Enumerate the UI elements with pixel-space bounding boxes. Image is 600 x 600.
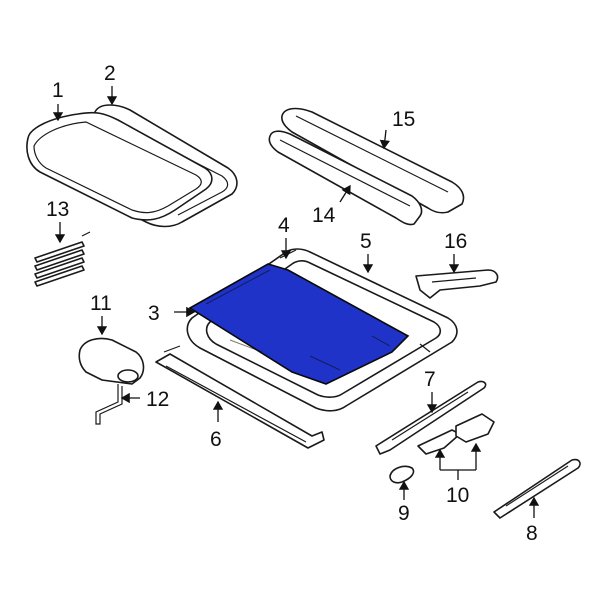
- part-3-sunshade-panel[interactable]: [188, 263, 410, 385]
- callout-labels: 1 2 3 4 5 6 7 8 9 10 11 12 13 14 15 16: [46, 62, 538, 545]
- callout-5: 5: [360, 230, 372, 253]
- callout-9: 9: [398, 502, 410, 525]
- part-8-side-trim[interactable]: [493, 458, 581, 519]
- callout-14: 14: [312, 204, 336, 227]
- part-9-clip[interactable]: [389, 465, 415, 484]
- callout-3: 3: [148, 302, 160, 325]
- part-11-motor[interactable]: [78, 337, 145, 385]
- part-14-deflector-rail[interactable]: [268, 130, 423, 226]
- callout-11: 11: [90, 292, 112, 315]
- part-15-front-rail[interactable]: [281, 107, 465, 214]
- callout-12: 12: [146, 388, 169, 411]
- part-1-glass-panel[interactable]: [26, 111, 213, 221]
- callout-10: 10: [446, 484, 469, 507]
- part-16-bracket[interactable]: [415, 269, 499, 299]
- callout-7: 7: [424, 368, 436, 391]
- callout-8: 8: [526, 522, 538, 545]
- callout-1: 1: [52, 79, 64, 102]
- part-13-seal-strips[interactable]: [34, 231, 91, 287]
- callout-2: 2: [104, 62, 116, 85]
- leader-lines: [52, 86, 540, 518]
- part-6-drain-channel[interactable]: [155, 345, 325, 449]
- part-10-brackets[interactable]: [417, 413, 495, 455]
- part-12-cable[interactable]: [95, 384, 123, 425]
- part-7-side-rail[interactable]: [375, 380, 487, 455]
- callout-16: 16: [444, 230, 467, 253]
- callout-15: 15: [392, 108, 415, 131]
- callout-4: 4: [278, 214, 290, 237]
- callout-6: 6: [210, 428, 222, 451]
- callout-13: 13: [46, 198, 69, 221]
